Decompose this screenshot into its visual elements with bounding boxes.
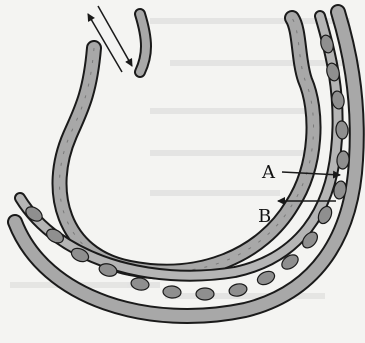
airflow-out-arrow [98, 6, 132, 66]
label-b: B [258, 206, 271, 227]
alveolus [60, 14, 314, 272]
label-a: A [261, 162, 276, 183]
